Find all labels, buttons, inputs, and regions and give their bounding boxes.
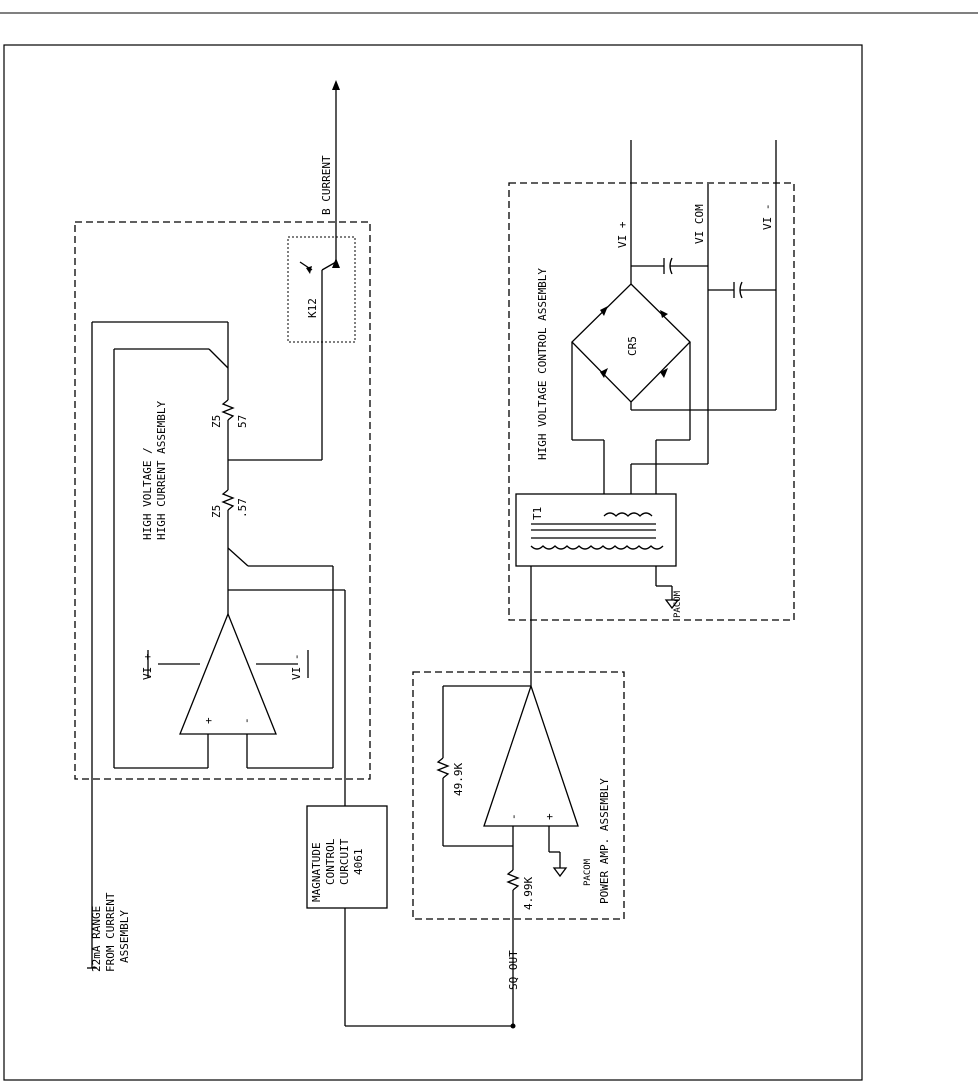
hv-assembly-box — [74, 221, 371, 780]
range-label-1: 22mA RANGE — [90, 906, 103, 972]
hv-opamp — [179, 548, 346, 806]
mag-label-4: 4061 — [352, 849, 365, 876]
pacom-label-2: PACOM — [673, 590, 683, 618]
r49-label: 49.9K — [452, 763, 465, 796]
cr5-label: CR5 — [626, 336, 639, 356]
mag-label-2: CONTROL — [324, 838, 337, 885]
range-label-3: ASSEMBLY — [118, 910, 131, 963]
pa-title: POWER AMP. ASSEMBLY — [598, 778, 611, 904]
r499-label: 4.99K — [522, 877, 535, 910]
z5-top-value: .57 — [236, 498, 249, 518]
sq-out-label: SQ OUT — [507, 950, 520, 990]
opamp-plus: + — [202, 717, 215, 724]
hvc-title: HIGH VOLTAGE CONTROL ASSEMBLY — [536, 268, 549, 460]
k12-relay — [287, 80, 356, 343]
hv-title-1: HIGH VOLTAGE / — [141, 447, 154, 540]
magnatude-control-box — [306, 805, 388, 909]
z5-bot-label: Z5 — [210, 415, 223, 428]
opamp-minus: - — [240, 717, 253, 724]
outer-frame — [3, 44, 863, 1081]
b-current-label: B CURRENT — [320, 155, 333, 215]
feedback-loop — [113, 348, 229, 769]
t1-label: T1 — [531, 507, 544, 520]
vi-plus-label: VI + — [141, 653, 154, 680]
k12-label: K12 — [306, 298, 319, 318]
mag-label-3: CURCUIT — [338, 838, 351, 885]
power-amp-box — [412, 671, 625, 920]
z5-top-label: Z5 — [210, 505, 223, 518]
pacom-label-1: PACOM — [583, 858, 593, 886]
z5-bot-value: 57 — [236, 415, 249, 428]
power-amp-circuit — [436, 622, 579, 1026]
k12-wire — [228, 261, 337, 461]
z5-chain — [221, 368, 334, 769]
mag-label-1: MAGNATUDE — [310, 842, 323, 902]
hv-control-box — [508, 182, 795, 621]
vi-plus-right: VI + — [616, 221, 629, 248]
hv-title-2: HIGH CURRENT ASSEMBLY — [155, 401, 168, 540]
capacitors — [631, 257, 776, 299]
hv-supply-rails — [147, 650, 309, 678]
cr5-bridge — [571, 140, 777, 494]
vi-com-label: VI COM — [693, 204, 706, 244]
t1-transformer — [515, 493, 680, 622]
vi-minus-right: VI - — [761, 204, 774, 231]
range-input-wire — [87, 321, 229, 969]
vi-minus-label: VI - — [290, 654, 303, 681]
pa-minus: - — [507, 813, 520, 820]
pa-plus: + — [543, 813, 556, 820]
range-label-2: FROM CURRENT — [104, 892, 117, 972]
